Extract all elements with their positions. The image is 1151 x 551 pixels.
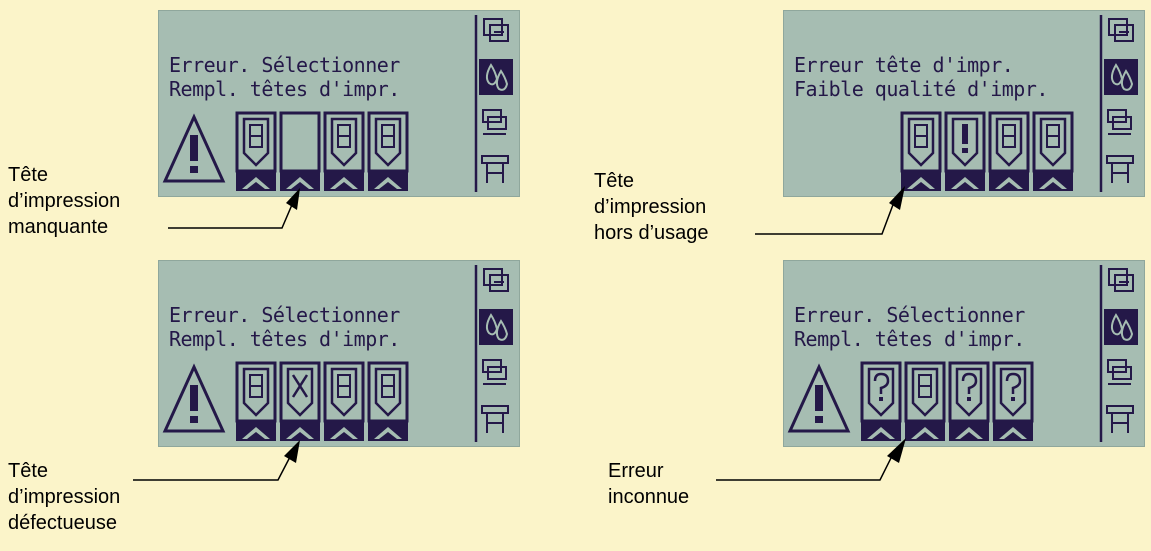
- lcd-panel-unknown-error: Erreur. Sélectionner Rempl. têtes d'impr…: [783, 260, 1145, 447]
- caption-line: inconnue: [608, 486, 690, 508]
- printer-stand-icon: [481, 405, 509, 433]
- printhead-slot-ok: [235, 361, 277, 441]
- paper-stack-icon: [482, 109, 507, 135]
- lcd-line-1: Erreur. Sélectionner: [794, 303, 1025, 327]
- leader-line: [716, 453, 894, 481]
- ink-drops-icon: [1104, 59, 1138, 95]
- print-queue-icon: [483, 268, 509, 292]
- lcd-line-1: Erreur. Sélectionner: [169, 303, 400, 327]
- caption-defective-head: Tête d’impression défectueuse: [8, 458, 120, 536]
- leader-line: [133, 454, 292, 481]
- leader-line: [168, 199, 295, 229]
- caption-line: défectueuse: [8, 512, 117, 534]
- lcd-line-2: Rempl. têtes d'impr.: [169, 327, 400, 351]
- printhead-slot-unknown: [992, 361, 1034, 441]
- printhead-slot-ok: [367, 361, 409, 441]
- lcd-line-2: Faible qualité d'impr.: [794, 77, 1048, 101]
- print-queue-icon: [483, 18, 509, 42]
- printhead-slot-ok: [904, 361, 946, 441]
- warning-icon: [787, 363, 851, 433]
- caption-line: d’impression: [594, 196, 707, 218]
- caption-missing-head: Tête d’impression manquante: [8, 162, 120, 240]
- lcd-line-2: Rempl. têtes d'impr.: [169, 77, 400, 101]
- lcd-line-2: Rempl. têtes d'impr.: [794, 327, 1025, 351]
- printhead-slot-unknown: [860, 361, 902, 441]
- caption-unknown-error: Erreur inconnue: [608, 458, 689, 510]
- printhead-slot-missing: [279, 111, 321, 191]
- printhead-slot-exclamation: [944, 111, 986, 191]
- printhead-slot-ok: [323, 111, 365, 191]
- caption-line: Erreur: [608, 460, 664, 482]
- printhead-slot-ok: [367, 111, 409, 191]
- ink-drops-icon: [479, 309, 513, 345]
- lcd-panel-defective-head: Erreur. Sélectionner Rempl. têtes d'impr…: [158, 260, 520, 447]
- printhead-slot-ok: [235, 111, 277, 191]
- printhead-slot-defective: [279, 361, 321, 441]
- printer-stand-icon: [1106, 155, 1134, 183]
- lcd-graphics: [787, 265, 1138, 442]
- caption-line: Tête: [594, 170, 635, 192]
- caption-worn-head: Tête d’impression hors d’usage: [594, 168, 709, 246]
- lcd-line-1: Erreur. Sélectionner: [169, 53, 400, 77]
- caption-line: d’impression: [8, 486, 121, 508]
- ink-drops-icon: [1104, 309, 1138, 345]
- lcd-panel-missing-head: Erreur. Sélectionner Rempl. têtes d'impr…: [158, 10, 520, 197]
- caption-line: Tête: [8, 460, 49, 482]
- warning-icon: [162, 113, 226, 183]
- caption-line: manquante: [8, 216, 109, 238]
- caption-line: hors d’usage: [594, 222, 709, 244]
- caption-line: d’impression: [8, 190, 121, 212]
- printhead-slot-ok: [900, 111, 942, 191]
- ink-drops-icon: [479, 59, 513, 95]
- printer-stand-icon: [481, 155, 509, 183]
- paper-stack-icon: [1107, 359, 1132, 385]
- print-queue-icon: [1108, 268, 1134, 292]
- printhead-slot-ok: [988, 111, 1030, 191]
- lcd-graphics: [162, 15, 513, 192]
- lcd-panel-worn-head: Erreur tête d'impr. Faible qualité d'imp…: [783, 10, 1145, 197]
- caption-line: Tête: [8, 164, 49, 186]
- printhead-slot-ok: [1032, 111, 1074, 191]
- leader-line: [755, 201, 895, 235]
- paper-stack-icon: [1107, 109, 1132, 135]
- paper-stack-icon: [482, 359, 507, 385]
- printer-stand-icon: [1106, 405, 1134, 433]
- lcd-graphics: [900, 15, 1138, 192]
- lcd-line-1: Erreur tête d'impr.: [794, 53, 1014, 77]
- printhead-slot-unknown: [948, 361, 990, 441]
- warning-icon: [162, 363, 226, 433]
- printhead-slot-ok: [323, 361, 365, 441]
- print-queue-icon: [1108, 18, 1134, 42]
- lcd-graphics: [162, 265, 513, 442]
